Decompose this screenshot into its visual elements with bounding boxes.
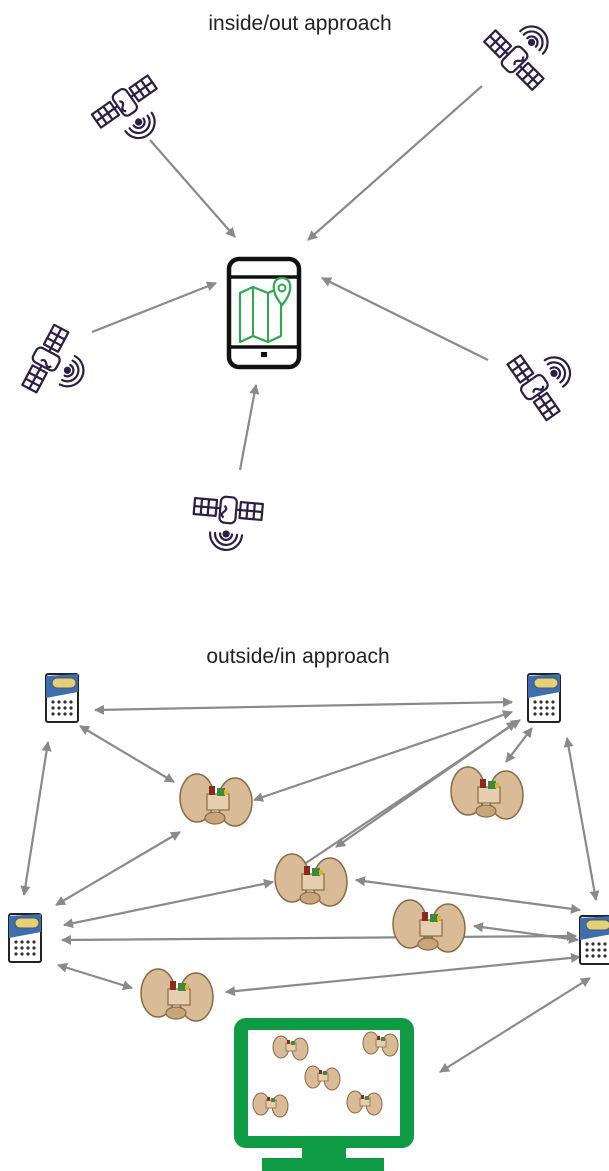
satellite-icon (88, 71, 177, 156)
arrow-anchor-right-monitor (439, 977, 591, 1073)
inside-out-title: inside/out approach (208, 12, 391, 35)
wooden-robot-icon (140, 968, 214, 1022)
arrow-anchor-right-robot4 (473, 922, 579, 944)
wooden-robot-icon (392, 899, 466, 953)
arrow-anchor-tr-right (563, 737, 600, 901)
satellite-icon (17, 321, 99, 409)
arrow-sat-topleft-to-phone (149, 139, 236, 238)
monitor-icon (234, 1018, 414, 1171)
wooden-robot-icon (179, 773, 253, 827)
uwb-anchor-icon (45, 673, 79, 723)
arrow-anchor-tl-robot1 (79, 725, 175, 783)
arrow-anchor-right-robot3 (355, 876, 581, 914)
uwb-anchor-icon (579, 915, 609, 965)
arrow-anchor-right-robot5 (225, 952, 581, 997)
arrow-anchor-tr-robot4 (275, 719, 521, 884)
arrow-anchor-left-robot5 (57, 962, 133, 991)
arrow-sat-left-to-phone (91, 281, 217, 334)
arrow-sat-topright-to-phone (307, 85, 483, 241)
arrow-anchor-left-robot1 (55, 831, 181, 906)
arrow-anchor-left-right (61, 931, 577, 945)
arrow-anchor-tl-left (20, 741, 52, 896)
satellite-icon (503, 335, 588, 424)
satellite-icon (480, 5, 569, 94)
satellite-icon (189, 492, 265, 554)
arrow-sat-bottom-to-phone (238, 384, 260, 471)
wooden-robot-icon (274, 853, 348, 907)
arrow-sat-right-to-phone (321, 277, 489, 361)
smartphone-map-icon (226, 256, 302, 370)
outside-in-title: outside/in approach (206, 645, 389, 668)
arrow-anchor-left-robot3 (63, 878, 274, 929)
wooden-robot-icon (450, 766, 524, 820)
uwb-anchor-icon (527, 673, 561, 723)
inside-out-arrows (91, 85, 489, 471)
uwb-anchor-icon (8, 913, 42, 963)
outside-in-arrows (20, 697, 600, 1073)
arrow-anchor-tl-tr (94, 697, 513, 715)
arrow-anchor-tr-robot2 (505, 727, 533, 763)
